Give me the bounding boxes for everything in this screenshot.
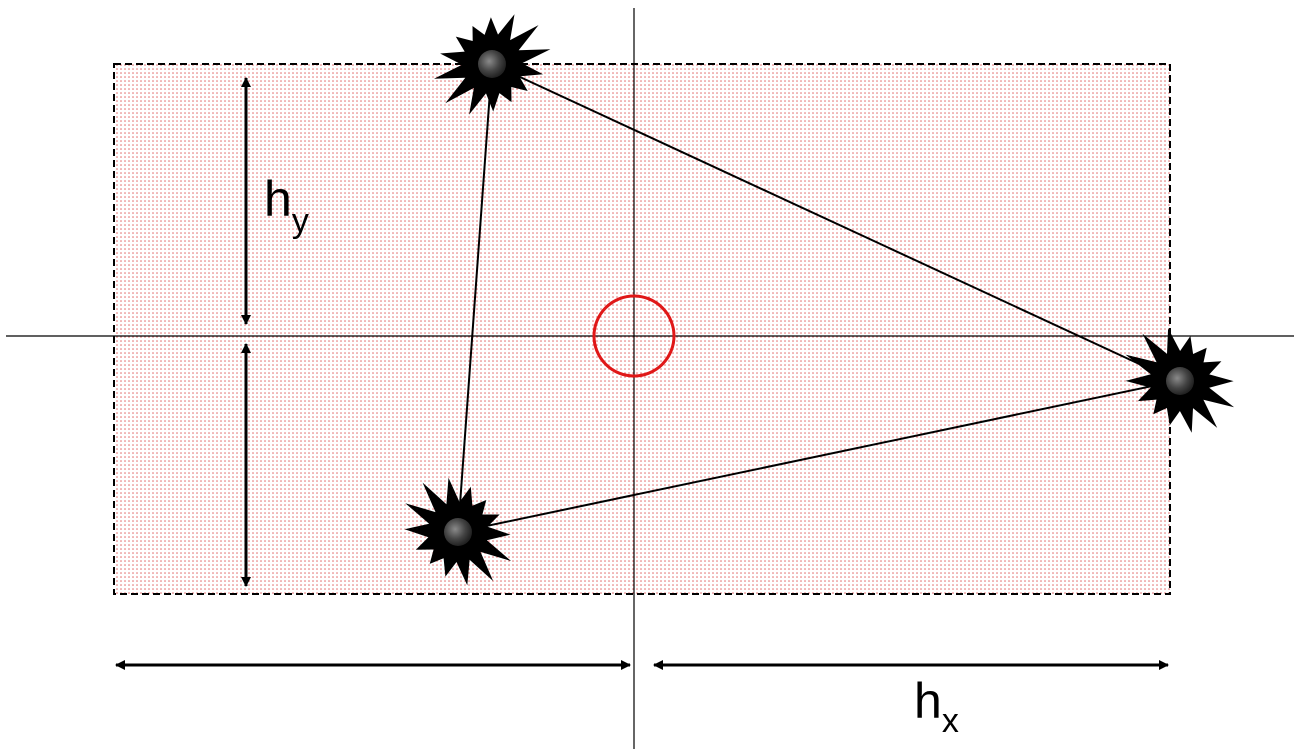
sampling-region (114, 64, 1170, 594)
sampling-region-border (113, 63, 1171, 595)
burst-star-icon (1125, 328, 1235, 433)
hy-label-sub: y (292, 202, 309, 240)
hx-label-sub: x (942, 702, 959, 740)
burst-star-icon (434, 14, 551, 115)
burst-star-icon (404, 477, 512, 586)
hx-label-main: h (914, 673, 942, 729)
hy-label: hy (264, 171, 309, 240)
hy-label-main: h (264, 171, 292, 227)
triangle (456, 62, 1180, 534)
center-circle (592, 294, 676, 378)
hx-label: hx (914, 673, 959, 740)
